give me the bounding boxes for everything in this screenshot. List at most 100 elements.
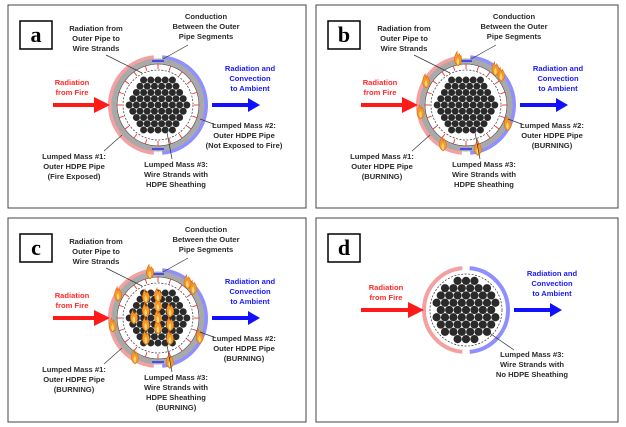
wire-strand xyxy=(444,107,452,115)
wire-strand xyxy=(480,95,488,103)
wire-strand xyxy=(470,320,479,329)
mass2-label: Lumped Mass #2:Outer HDPE Pipe(BURNING) xyxy=(212,334,276,363)
wire-strand xyxy=(165,120,173,128)
wire-strand xyxy=(179,320,187,328)
radiation-tick xyxy=(144,352,148,358)
wire-strand xyxy=(466,95,474,103)
panel-frame xyxy=(7,4,307,209)
wire-strand xyxy=(158,107,166,115)
ambient-arrow-head xyxy=(248,98,260,112)
wire-strand xyxy=(448,89,456,97)
wire-strand xyxy=(136,82,144,90)
wire-strand xyxy=(172,120,180,128)
wire-strand xyxy=(168,76,176,84)
leader-radiation xyxy=(105,267,143,287)
wire-strand xyxy=(461,334,471,344)
wire-strand xyxy=(168,113,176,121)
wire-strand xyxy=(466,107,474,115)
leader-conduction xyxy=(162,257,189,273)
mass1-label: Lumped Mass #1:Outer HDPE Pipe(BURNING) xyxy=(350,152,414,181)
wire-strand xyxy=(168,101,176,109)
wire-strand xyxy=(150,120,158,128)
wire-strand xyxy=(172,95,180,103)
wire-strand xyxy=(161,101,169,109)
wire-strand xyxy=(444,120,452,128)
wire-strand xyxy=(161,76,169,84)
leader-mass2 xyxy=(199,331,217,339)
wire-strand xyxy=(491,101,499,109)
wire-strand xyxy=(476,126,484,134)
ambient-arc xyxy=(469,266,510,354)
wire-strand xyxy=(154,113,162,121)
wire-strand xyxy=(470,305,479,315)
wire-strand xyxy=(458,107,466,115)
leader-mass3 xyxy=(165,339,173,373)
wire-strand xyxy=(179,107,187,115)
radiation-tick xyxy=(192,328,198,332)
radiation-tick xyxy=(426,115,432,119)
wire-strand xyxy=(136,107,144,115)
wire-strand xyxy=(158,120,166,128)
wire-strand xyxy=(140,113,148,121)
wire-strand xyxy=(440,113,448,121)
wire-strand xyxy=(179,308,187,316)
mass2-label: Lumped Mass #2:Outer HDPE Pipe(BURNING) xyxy=(520,121,584,150)
radiation-tick xyxy=(133,71,138,77)
wire-strand xyxy=(466,120,474,128)
wire-strand xyxy=(147,101,155,109)
wire-strand xyxy=(165,107,173,115)
wire-strands xyxy=(125,76,191,134)
wire-strand xyxy=(165,95,173,103)
wire-strand xyxy=(176,326,184,334)
wire-strand xyxy=(476,89,484,97)
wire-strand xyxy=(147,302,155,310)
wire-strand xyxy=(482,298,492,307)
wire-strand xyxy=(440,89,448,97)
radiation-tick xyxy=(186,80,192,85)
wire-strand xyxy=(445,305,454,315)
wire-strand xyxy=(176,302,184,310)
leader-conduction xyxy=(470,44,497,60)
radiation-tick xyxy=(144,278,148,284)
wire-strand xyxy=(458,95,466,103)
wire-strand xyxy=(448,113,456,121)
panel-letter-box xyxy=(19,20,53,50)
wire-strand xyxy=(150,107,158,115)
radiation-tick xyxy=(192,91,198,95)
radiation-tick xyxy=(133,133,138,139)
radiation-tick xyxy=(124,125,130,130)
ambient-arc xyxy=(162,268,208,368)
wire-strand xyxy=(455,89,463,97)
wire-strand xyxy=(451,107,459,115)
wire-strand xyxy=(132,101,140,109)
leader-conduction xyxy=(162,44,189,60)
wire-strand xyxy=(172,295,180,303)
radiation-tick xyxy=(432,80,438,85)
wire-strand xyxy=(143,95,151,103)
flame-icon xyxy=(454,51,463,67)
wire-strand xyxy=(132,89,140,97)
wire-strand xyxy=(161,113,169,121)
wire-strand xyxy=(469,101,477,109)
wire-strand xyxy=(176,101,184,109)
wire-strand xyxy=(183,101,191,109)
wire-strand xyxy=(140,101,148,109)
wire-strand xyxy=(487,291,496,300)
wire-strand xyxy=(161,314,169,322)
panel-letter-box xyxy=(19,233,53,263)
wire-strand xyxy=(453,334,462,344)
radiation-tick xyxy=(118,328,124,332)
wire-strand xyxy=(462,113,470,121)
radiation-tick xyxy=(186,338,192,343)
wire-strand xyxy=(482,313,492,322)
wire-strand xyxy=(484,101,492,109)
